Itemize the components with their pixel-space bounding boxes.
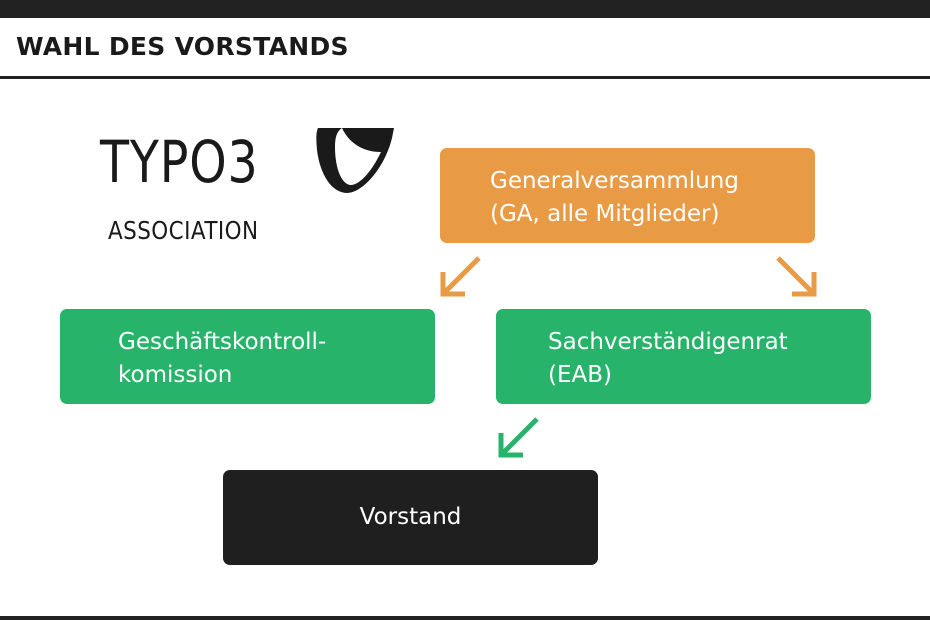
audit-commission-box: Geschäftskontroll- komission <box>60 309 435 404</box>
page-title: WAHL DES VORSTANDS <box>16 32 349 61</box>
bottom-divider <box>0 616 930 620</box>
arrow-down-left-orange-icon <box>440 256 481 297</box>
top-bar <box>0 0 930 18</box>
audit-commission-label: Geschäftskontroll- komission <box>118 329 327 388</box>
general-assembly-box: Generalversammlung (GA, alle Mitglieder) <box>440 148 815 243</box>
expert-council-label: Sachverständigenrat (EAB) <box>548 329 788 388</box>
expert-council-box: Sachverständigenrat (EAB) <box>496 309 871 404</box>
arrow-down-left-green-icon <box>498 417 539 458</box>
board-box: Vorstand <box>223 470 598 565</box>
logo-subtitle: ASSOCIATION <box>108 216 259 245</box>
general-assembly-label: Generalversammlung (GA, alle Mitglieder) <box>490 168 739 227</box>
typo3-mark-icon <box>316 128 394 193</box>
logo-wordmark: TYPO3 <box>100 128 259 196</box>
board-label: Vorstand <box>359 504 462 530</box>
arrow-down-right-orange-icon <box>776 256 817 297</box>
typo3-association-logo: TYPO3 ASSOCIATION <box>100 125 400 250</box>
title-divider <box>0 76 930 79</box>
